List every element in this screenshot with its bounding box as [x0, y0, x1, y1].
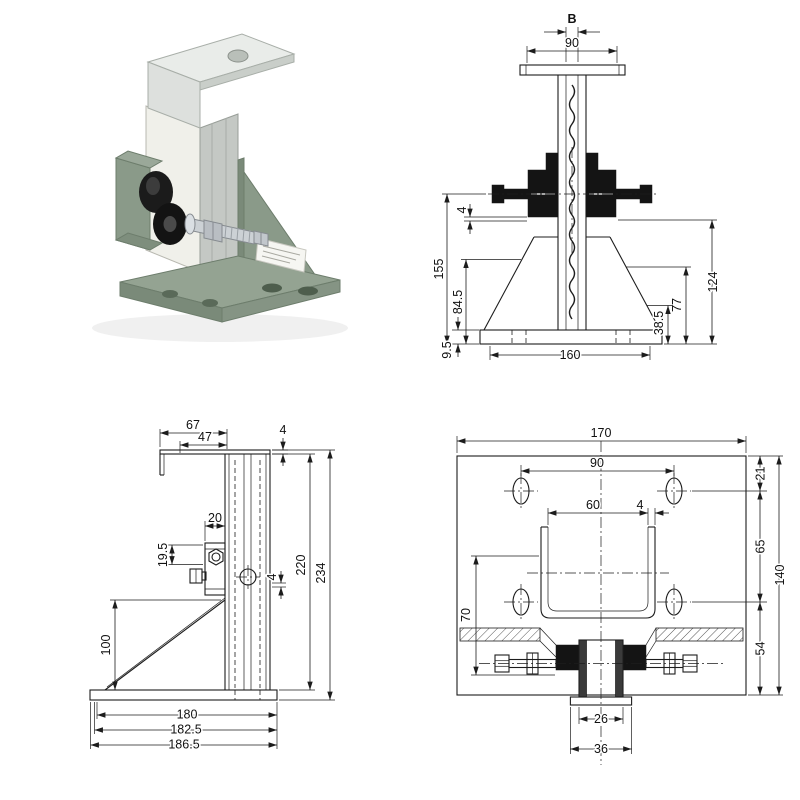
base-plate [119, 255, 341, 323]
gusset-side [104, 597, 226, 691]
product-photo [92, 33, 348, 342]
dim-label-B: B [567, 12, 576, 26]
roller-bracket-side [189, 542, 260, 596]
top-angle-bracket [146, 33, 296, 129]
dim-label-38-5: 38.5 [652, 311, 666, 335]
hanger-rail [557, 75, 587, 330]
dim-label-180: 180 [177, 708, 198, 722]
gusset [483, 236, 661, 331]
dim-label-65: 65 [754, 540, 768, 554]
dim-label-90-plan: 90 [590, 456, 604, 470]
adjustment-bolt [184, 213, 269, 247]
channel-top-view [527, 526, 669, 619]
dim-label-4-rail: 4 [265, 573, 279, 580]
hex-bolt-head [208, 548, 224, 566]
slotted-holes [504, 473, 691, 620]
dim-label-220: 220 [294, 555, 308, 576]
side-view-drawing: 67 47 4 20 19.5 4 [89, 417, 335, 753]
dim-label-20: 20 [208, 511, 222, 525]
top-plate [519, 64, 626, 76]
dim-label-9-5: 9.5 [440, 341, 454, 358]
dim-label-21: 21 [754, 467, 768, 481]
dim-label-19-5: 19.5 [156, 543, 170, 567]
washer [184, 213, 196, 235]
channel [224, 454, 271, 690]
side-dimensions: 67 47 4 20 19.5 4 [90, 417, 335, 753]
dim-label-234: 234 [314, 563, 328, 584]
base-hole [202, 299, 218, 307]
base-side [89, 689, 278, 701]
roller-bracket [114, 150, 164, 251]
plan-view-drawing: 170 90 21 65 54 140 [456, 425, 789, 765]
base-hole [298, 286, 318, 296]
dim-label-100: 100 [99, 635, 113, 656]
dim-label-47: 47 [198, 430, 212, 444]
dim-label-155: 155 [432, 259, 446, 280]
roller-assembly [488, 147, 656, 255]
top-plate [159, 449, 271, 455]
plan-structure [456, 441, 747, 765]
dim-label-4-wall: 4 [637, 498, 644, 512]
dim-label-160: 160 [560, 348, 581, 362]
dim-label-36: 36 [594, 742, 608, 756]
dim-label-124: 124 [706, 272, 720, 293]
left-roller-top [555, 644, 580, 671]
plan-dimensions: 170 90 21 65 54 140 [456, 425, 789, 758]
dim-label-70: 70 [459, 608, 473, 622]
side-structure [89, 449, 278, 701]
base-plate-outline [456, 455, 747, 696]
dim-label-182-5: 182.5 [170, 723, 201, 737]
dim-label-26: 26 [594, 712, 608, 726]
suspension-rod-wave [568, 84, 576, 320]
base-hole [162, 290, 178, 298]
front-dimensions: B 90 155 84.5 4 9.5 [431, 11, 722, 364]
base [479, 329, 663, 345]
section-hatch [459, 627, 744, 658]
dim-label-140: 140 [773, 565, 787, 586]
dim-label-4-top: 4 [280, 423, 287, 437]
guide-channel [199, 113, 239, 273]
front-structure [479, 64, 663, 345]
base-hole [262, 283, 282, 293]
shadow [92, 314, 348, 342]
dim-label-170: 170 [591, 426, 612, 440]
dim-label-4: 4 [455, 206, 469, 213]
mounting-hole [227, 49, 249, 63]
dim-label-186-5: 186.5 [168, 738, 199, 752]
dim-label-67: 67 [186, 418, 200, 432]
dim-label-54: 54 [754, 642, 768, 656]
right-roller-top [622, 644, 647, 671]
dim-label-77: 77 [670, 298, 684, 312]
dim-label-84-5: 84.5 [451, 290, 465, 314]
dim-label-90: 90 [565, 36, 579, 50]
clamp-assembly [479, 441, 725, 765]
dim-label-60: 60 [586, 498, 600, 512]
rollers [139, 171, 187, 245]
front-view-drawing: B 90 155 84.5 4 9.5 [431, 11, 722, 364]
